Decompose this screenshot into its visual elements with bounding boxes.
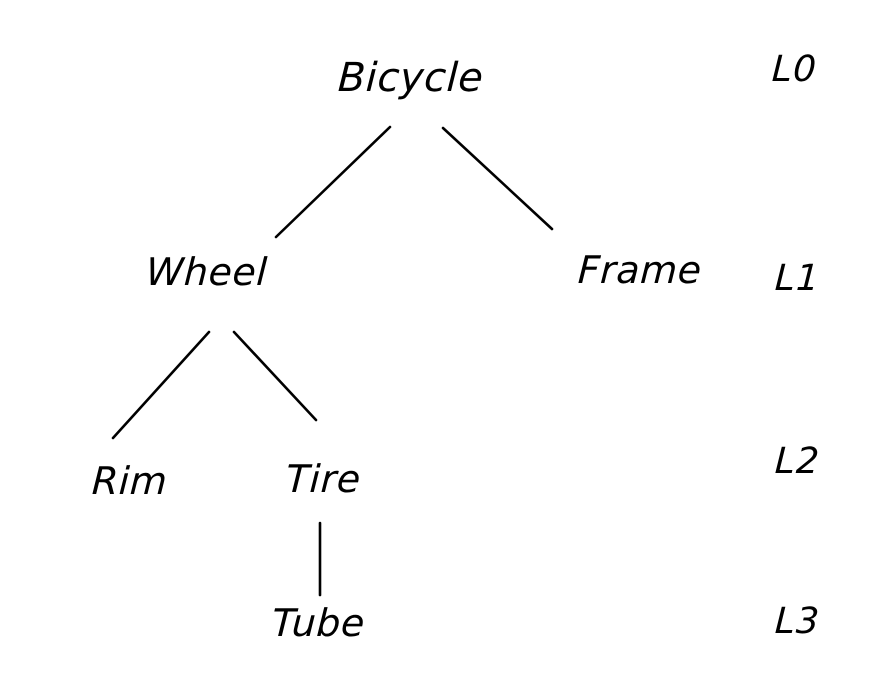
node-rim[interactable]: Rim: [90, 459, 169, 503]
node-wheel[interactable]: Wheel: [144, 250, 269, 294]
node-tube[interactable]: Tube: [270, 601, 367, 645]
node-frame[interactable]: Frame: [576, 248, 703, 292]
edge-wheel-rim: [111, 330, 211, 440]
level-label-l2: L2: [773, 441, 822, 482]
edge-wheel-tire: [232, 330, 318, 422]
node-bicycle[interactable]: Bicycle: [336, 55, 485, 101]
node-tire[interactable]: Tire: [284, 457, 362, 501]
level-label-l1: L1: [773, 258, 822, 299]
level-label-l3: L3: [773, 601, 822, 642]
level-label-l0: L0: [770, 49, 819, 90]
edge-bicycle-frame: [441, 126, 554, 231]
edge-bicycle-wheel: [274, 125, 392, 239]
